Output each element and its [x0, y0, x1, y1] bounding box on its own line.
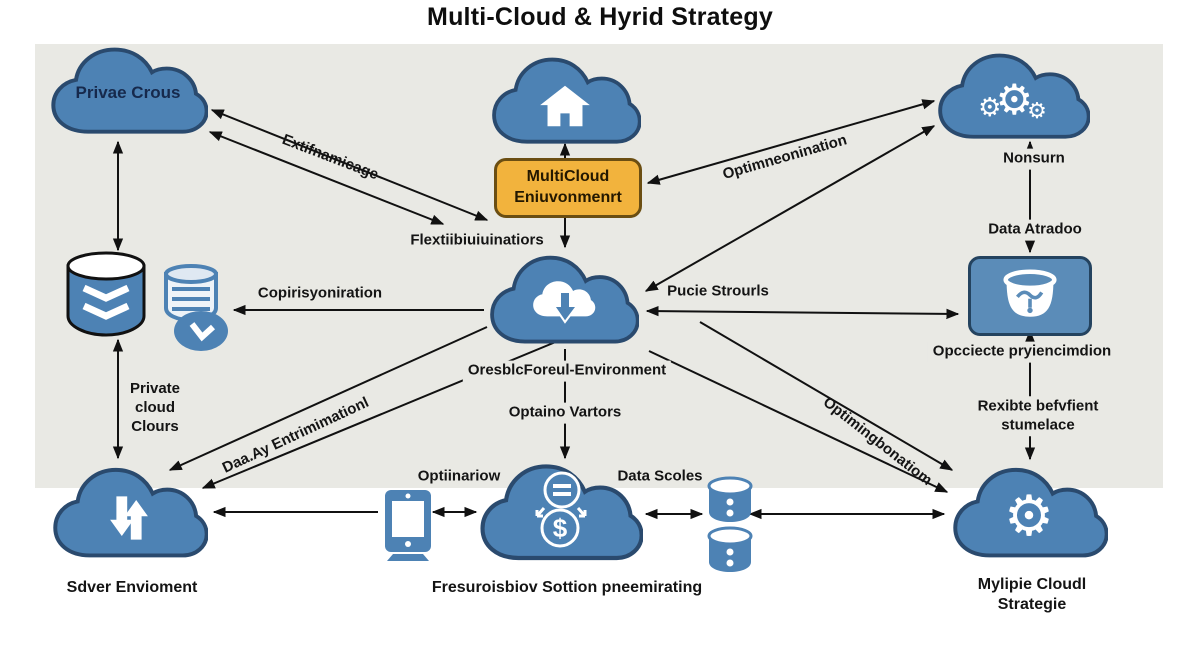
- storage-box: [968, 256, 1092, 336]
- center-cloud-label: OresblcForeul-Environment: [462, 360, 672, 382]
- cloud-sync-icon: [533, 281, 596, 324]
- multicloud-box-line2: Eniuvonmenrt: [514, 189, 622, 206]
- edge-label-nonsurn: Nonsurn: [998, 148, 1070, 170]
- automation-cloud-node: ⚙ ⚙ ⚙: [935, 48, 1090, 143]
- tablet-icon: [385, 490, 431, 561]
- edge-label-private-clours: Private cloud Clours: [129, 379, 181, 435]
- edge-label-pucie-strourls: Pucie Strourls: [667, 282, 769, 300]
- sync-arrows-icon: [110, 496, 148, 540]
- server-cloud-node: [50, 462, 208, 562]
- stacked-databases-icon: [707, 476, 753, 572]
- stacked-databases-node: [705, 476, 755, 576]
- bucket-icon: [1003, 269, 1057, 317]
- server-cloud-label: Sdver Envioment: [66, 579, 198, 596]
- edge-label-optaino-vartors: Optaino Vartors: [503, 402, 627, 424]
- edge-label-data-atradoo: Data Atradoo: [983, 219, 1087, 241]
- edge-label-data-scoles: Data Scoles: [617, 467, 703, 485]
- gear-icon: ⚙: [1003, 484, 1055, 547]
- strategy-cloud-label: Mylipie Cloudl Strategie: [977, 576, 1087, 613]
- private-cloud-label: Privae Crous: [75, 83, 181, 102]
- edge-label-opcciecte: Opcciecte pryiencimdion: [927, 341, 1117, 363]
- primary-database-node: [64, 250, 148, 338]
- edge-label-flextii: Flextiibiuiuinatiors: [410, 231, 544, 249]
- multicloud-environment-box: MultiCloud Eniuvonmenrt: [494, 158, 642, 218]
- replica-database-node: [156, 262, 236, 352]
- billing-cloud-node: $: [477, 458, 643, 565]
- strategy-cloud-node: ⚙: [950, 462, 1108, 562]
- private-cloud-node: Privae Crous: [48, 42, 208, 138]
- edge-label-rexibte: Rexibte befvfient stumelace: [972, 396, 1104, 436]
- diagram-title: Multi-Cloud & Hyrid Strategy: [427, 3, 773, 31]
- tablet-node: [383, 488, 433, 562]
- svg-text:$: $: [553, 513, 568, 543]
- multicloud-box-line1: MultiCloud: [526, 168, 610, 186]
- gears-icon: ⚙ ⚙ ⚙: [978, 75, 1047, 123]
- home-cloud-node: [489, 52, 641, 148]
- house-icon: [540, 85, 590, 127]
- database-icon: [66, 251, 146, 337]
- center-cloud-node: [487, 250, 639, 348]
- edge-label-copirisyoniration: Copirisyoniration: [257, 284, 383, 302]
- billing-icon: $: [535, 471, 587, 547]
- billing-cloud-label: Fresuroisbiov Sottion pneemirating: [431, 579, 703, 596]
- database-replica-icon: [164, 264, 228, 351]
- edge-label-optinariow: Optiinariow: [417, 467, 501, 485]
